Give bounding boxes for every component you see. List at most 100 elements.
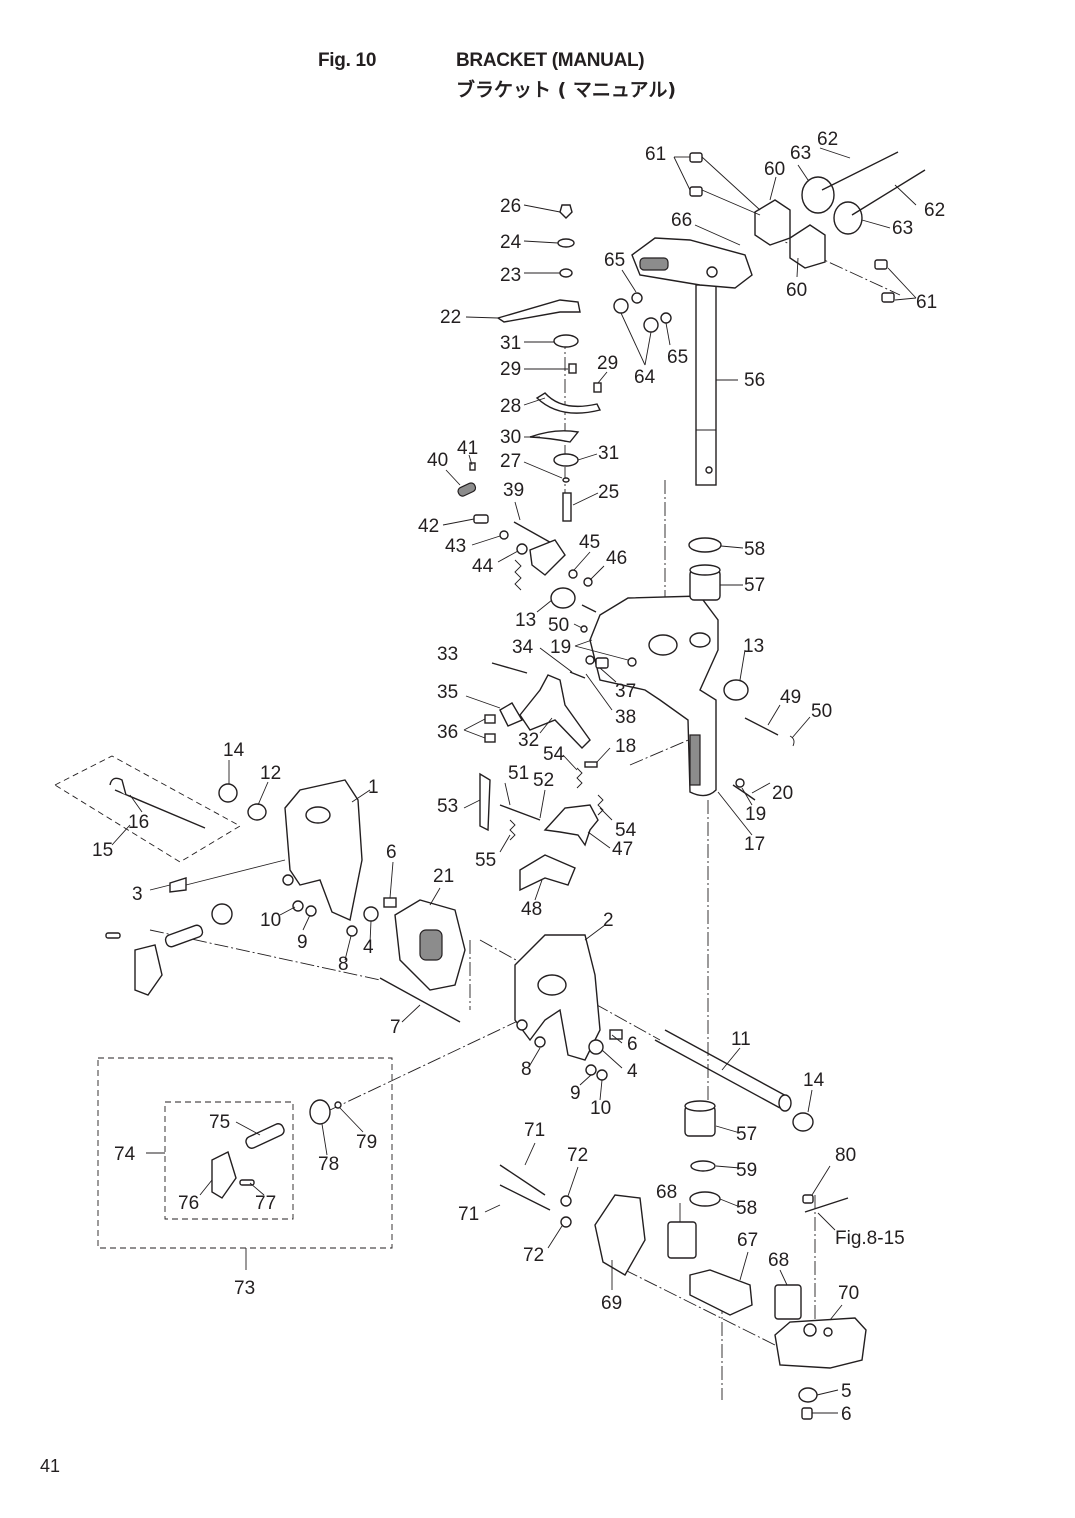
callout: 13 [515, 610, 536, 631]
callout: 40 [427, 450, 448, 471]
callout: 9 [570, 1083, 581, 1104]
callout: 50 [811, 701, 832, 722]
callout: 58 [736, 1198, 757, 1219]
callout: 63 [790, 143, 811, 164]
callout: 4 [363, 937, 374, 958]
callout: 20 [772, 783, 793, 804]
callout: 31 [598, 443, 619, 464]
callout-numbers: 1 2 3 4 4 5 6 6 6 7 8 8 9 9 10 10 11 12 … [92, 129, 945, 1425]
callout: 58 [744, 539, 765, 560]
callout: 27 [500, 451, 521, 472]
callout: 26 [500, 196, 521, 217]
callout: 78 [318, 1154, 339, 1175]
callout: 64 [634, 367, 656, 388]
tilt-lock-cluster [457, 462, 593, 591]
callout: 71 [458, 1204, 479, 1225]
callout: 14 [803, 1070, 825, 1091]
figure-title: BRACKET (MANUAL) [456, 50, 645, 71]
callout: 4 [627, 1061, 638, 1082]
callout: 56 [744, 370, 765, 391]
callout: 6 [386, 842, 397, 863]
callout: 45 [579, 532, 600, 553]
lower-stopper-parts [499, 1164, 867, 1420]
kit-box-74 [164, 1101, 294, 1220]
tilt-lever-cluster [484, 604, 795, 749]
callout: 36 [437, 722, 458, 743]
callout: 1 [368, 777, 379, 798]
callout: 62 [817, 129, 838, 150]
callout: 16 [128, 812, 149, 833]
callout: 8 [521, 1059, 532, 1080]
callout: 63 [892, 218, 913, 239]
callout: 72 [523, 1245, 544, 1266]
callout: 10 [590, 1098, 611, 1119]
steering-shaft-56 [695, 284, 717, 486]
callout: 61 [645, 144, 666, 165]
leader-lines [111, 147, 917, 1414]
callout: 41 [457, 438, 478, 459]
callout: 68 [768, 1250, 789, 1271]
callout: 71 [524, 1120, 545, 1141]
callout: 30 [500, 427, 521, 448]
callout: 9 [297, 932, 308, 953]
callout: 57 [744, 575, 765, 596]
callout: 66 [671, 210, 692, 231]
callout: 7 [390, 1017, 401, 1038]
swivel-bracket-17 [589, 595, 719, 797]
callout: 32 [518, 730, 539, 751]
callout: 29 [500, 359, 521, 380]
callout: 73 [234, 1278, 255, 1299]
kit-box-73 [97, 1057, 393, 1249]
kit-73-parts [211, 1099, 342, 1199]
callout: 25 [598, 482, 619, 503]
callout: 12 [260, 763, 281, 784]
callout: 52 [533, 770, 554, 791]
callout: 44 [472, 556, 494, 577]
callout: 13 [743, 636, 764, 657]
figure-subtitle-jp: ブラケット ( マニュアル) [456, 79, 677, 101]
nuts-64-65 [613, 292, 672, 333]
callout: 65 [604, 250, 625, 271]
callout: 39 [503, 480, 524, 501]
callout: 54 [543, 744, 565, 765]
callout: 22 [440, 307, 461, 328]
callout: 60 [764, 159, 785, 180]
callout: 18 [615, 736, 636, 757]
callout: 10 [260, 910, 281, 931]
callout: 47 [612, 839, 633, 860]
callout: 75 [209, 1112, 230, 1133]
callout: 24 [500, 232, 522, 253]
callout: 68 [656, 1182, 677, 1203]
callout: 61 [916, 292, 937, 313]
callout: 80 [835, 1145, 856, 1166]
callout: 29 [597, 353, 618, 374]
callout: 79 [356, 1132, 377, 1153]
callout: 31 [500, 333, 521, 354]
callout: 57 [736, 1124, 757, 1145]
callout: 51 [508, 763, 529, 784]
page-number: 41 [40, 1456, 61, 1476]
callout: 3 [132, 884, 143, 905]
callout: 34 [512, 637, 534, 658]
callout: 17 [744, 834, 765, 855]
callout: 43 [445, 536, 466, 557]
callout: 76 [178, 1193, 199, 1214]
through-tube-11 [654, 1029, 814, 1132]
callout: 70 [838, 1283, 859, 1304]
callout: 53 [437, 796, 458, 817]
figure-number: Fig. 10 [318, 50, 377, 71]
callout: 46 [606, 548, 627, 569]
callout: 23 [500, 265, 521, 286]
rubber-mounts [689, 151, 926, 303]
callout: 59 [736, 1160, 757, 1181]
callout: 35 [437, 682, 458, 703]
callout: 67 [737, 1230, 758, 1251]
callout: 38 [615, 707, 636, 728]
callout: 19 [745, 804, 766, 825]
callout: 37 [615, 681, 636, 702]
callout: 6 [627, 1034, 638, 1055]
callout: 48 [521, 899, 542, 920]
steering-bracket-66 [631, 237, 753, 289]
callout: 60 [786, 280, 807, 301]
